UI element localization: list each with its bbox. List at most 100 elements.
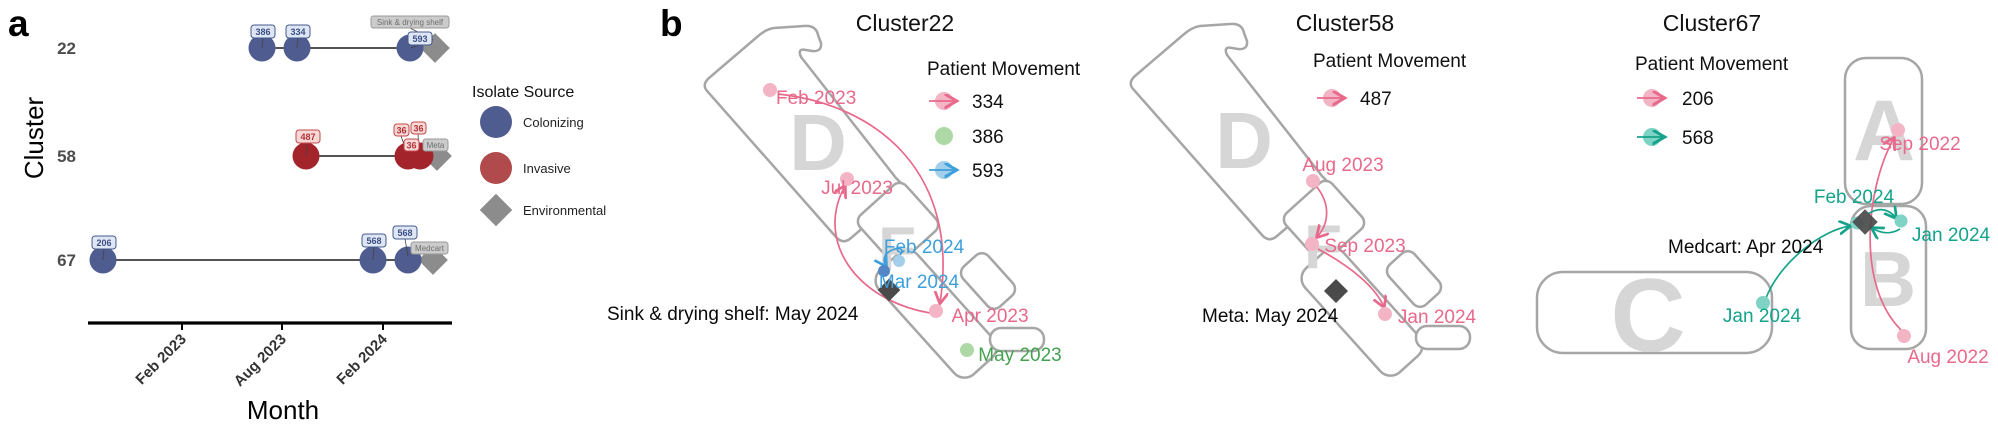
room-outline [1414,324,1472,351]
environmental-diamond [1323,278,1349,304]
legend-value: 386 [972,127,1004,148]
event-label: Sep 2022 [1879,134,1960,155]
env-label-box [370,15,450,29]
leader-line [261,37,264,49]
event-label: Jul 2023 [821,178,893,199]
env-label: Medcart [415,244,445,253]
room-outline [988,326,1046,353]
legend-value: 487 [1360,89,1392,110]
point-label: 593 [412,34,427,44]
point-label-box [295,129,321,144]
invasive-swatch [480,152,512,184]
event-dot [763,83,777,97]
env-label-box [422,138,449,152]
leader-line [404,238,409,257]
ward-D-outline [703,24,905,243]
isolate-source-legend: Isolate Source Colonizing Invasive Envir… [472,84,606,227]
ward-letter: D [1215,96,1273,185]
legend-item-label: Environmental [523,203,606,218]
room-outline [959,252,1017,310]
point-label-box [407,31,433,46]
event-label: Mar 2024 [879,272,960,293]
ward-F-outline [1282,179,1366,263]
x-tick-label: Feb 2024 [333,330,391,388]
leader-line [305,142,309,157]
ward-letter: D [789,98,847,187]
y-axis-title: Cluster [19,96,49,179]
point-label: 386 [255,27,270,37]
environmental-annotation: Medcart: Apr 2024 [1668,237,1824,258]
point-label-box [392,225,418,240]
movement-arc-334 [835,186,931,314]
legend-swatch [935,127,953,145]
timeline-row-67: 206 568 568 Medcart [89,225,449,275]
event-dot [1756,296,1770,310]
env-label: Meta [427,141,445,150]
event-dot [1306,174,1320,188]
event-dot [1305,237,1319,251]
legend-value: 206 [1682,89,1714,110]
point-label: 206 [96,238,111,248]
legend-value: 334 [972,92,1004,113]
movement-arc-593 [884,247,903,266]
event-dot [840,172,854,186]
movement-arc-568 [1867,210,1896,218]
movement-arc-487 [1317,248,1384,307]
x-axis: Feb 2023 Aug 2023 Feb 2024 Month [88,321,452,425]
colonizing-swatch [480,106,512,138]
legend-title: Patient Movement [1635,54,1789,75]
legend-value: 568 [1682,128,1714,149]
event-dot [960,343,974,357]
row-label-22: 22 [57,39,76,58]
event-label: Sep 2023 [1324,236,1405,257]
event-label: Aug 2022 [1907,347,1988,368]
map-cluster22: Cluster22 D F Feb 2023 Jul 2023 Feb 2024… [607,10,1081,379]
event-label: Aug 2023 [1302,155,1383,176]
ward-D-outline [1129,22,1331,241]
ward-A-outline [1843,56,1924,206]
environmental-annotation: Meta: May 2024 [1202,306,1339,327]
event-dot [893,255,905,267]
environmental-swatch [479,193,513,227]
point-label: 36 [406,141,416,151]
row-label-58: 58 [57,147,76,166]
event-dot [1891,123,1905,137]
event-label: Jan 2024 [1723,306,1802,327]
movement-arc-568 [1872,228,1901,233]
movement-arc-487 [1316,185,1327,237]
event-dot [1897,329,1911,343]
ward-letter: C [1610,258,1685,374]
point-label: 487 [300,132,315,142]
panel-a-label: a [8,3,29,44]
legend-title: Patient Movement [1313,51,1467,72]
patient-movement-legend: Patient Movement 206 568 [1635,54,1789,149]
point-label: 36 [413,124,423,134]
map-cluster67: Cluster67 A B C Sep 2022 Aug 2022 Jan 20… [1535,10,1991,374]
x-axis-title: Month [247,395,319,425]
ward-C-outline [1535,270,1774,355]
map-title: Cluster67 [1663,10,1761,36]
event-dot [1378,307,1392,321]
leader-line [102,248,105,261]
point-label: 334 [290,27,305,37]
env-label-box [410,241,449,255]
patient-movement-legend: Patient Movement 334 386 593 [927,59,1081,182]
room-outline [1385,250,1443,308]
movement-arc-568 [1765,226,1850,299]
map-title: Cluster58 [1296,10,1394,36]
legend-item-label: Colonizing [523,115,584,130]
row-label-67: 67 [57,251,76,270]
event-label: Feb 2024 [1814,187,1895,208]
point-label-box [361,233,387,248]
legend-value: 593 [972,161,1004,182]
point-label-box [91,235,117,250]
event-label: Feb 2024 [884,237,965,258]
point-label-box [250,24,276,39]
point-label-box [285,24,311,39]
leader-line [296,37,299,49]
point-label: 36 [396,126,406,136]
point-label: 568 [397,228,412,238]
event-label: Feb 2023 [776,88,856,109]
leader-line [372,246,375,261]
